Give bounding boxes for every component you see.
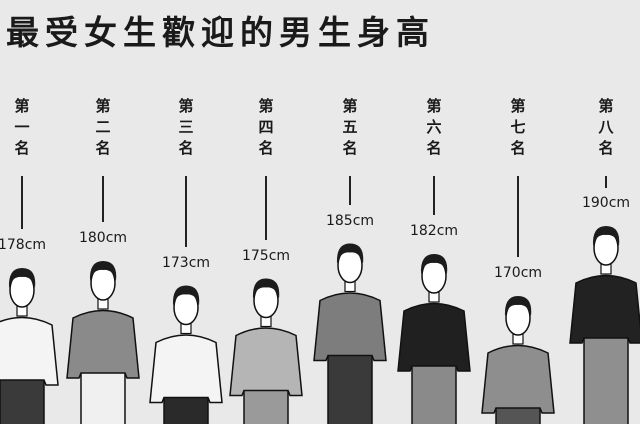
rank-char: 八 <box>598 118 614 136</box>
rank-char: 三 <box>178 118 194 136</box>
height-label: 170cm <box>493 265 543 281</box>
rank-char: 一 <box>14 118 30 136</box>
page-title: 最受女生歡迎的男生身高 <box>6 13 435 52</box>
shirt <box>313 292 387 362</box>
pants <box>411 360 457 424</box>
shirt <box>569 274 640 344</box>
rank-char: 六 <box>426 118 442 136</box>
man-figure <box>0 268 59 424</box>
ranking-column: 第五名 185cm <box>310 0 390 424</box>
marker-line <box>21 176 23 229</box>
rank-char: 名 <box>426 139 442 157</box>
rank-label: 第一名 <box>0 96 62 159</box>
rank-char: 第 <box>178 97 194 115</box>
rank-char: 名 <box>14 139 30 157</box>
rank-char: 二 <box>95 118 111 136</box>
marker-line <box>102 176 104 222</box>
marker-line <box>265 176 267 240</box>
pants <box>583 332 629 424</box>
hair <box>89 261 117 281</box>
shirt <box>397 302 471 372</box>
rank-label: 第六名 <box>394 96 474 159</box>
hair <box>592 226 620 246</box>
rank-char: 第 <box>258 97 274 115</box>
rank-char: 名 <box>178 139 194 157</box>
rank-char: 第 <box>426 97 442 115</box>
rank-char: 七 <box>510 118 526 136</box>
ranking-column: 第八名 190cm <box>566 0 640 424</box>
hair <box>504 296 532 316</box>
man-figure <box>481 296 555 424</box>
rank-char: 名 <box>598 139 614 157</box>
ranking-column: 第二名 180cm <box>63 0 143 424</box>
shirt <box>0 316 59 386</box>
rank-label: 第五名 <box>310 96 390 159</box>
man-figure <box>149 285 223 424</box>
ranking-column: 第七名 170cm <box>478 0 558 424</box>
height-label: 190cm <box>581 195 631 211</box>
rank-label: 第二名 <box>63 96 143 159</box>
pants <box>80 367 126 424</box>
man-figure <box>569 226 640 424</box>
marker-line <box>185 176 187 247</box>
rank-char: 第 <box>510 97 526 115</box>
marker-line <box>605 176 607 188</box>
shirt <box>229 327 303 397</box>
hair <box>172 285 200 306</box>
hair <box>420 254 448 274</box>
ranking-column: 第一名 178cm <box>0 0 62 424</box>
rank-label: 第四名 <box>226 96 306 159</box>
rank-label: 第八名 <box>566 96 640 159</box>
ranking-column: 第三名 173cm <box>146 0 226 424</box>
marker-line <box>517 176 519 257</box>
man-figure <box>313 243 387 424</box>
rank-char: 四 <box>258 118 274 136</box>
rank-label: 第七名 <box>478 96 558 159</box>
shirt <box>66 309 140 379</box>
ranking-column: 第四名 175cm <box>226 0 306 424</box>
man-figure <box>397 254 471 424</box>
rank-char: 名 <box>342 139 358 157</box>
man-figure <box>229 278 303 424</box>
height-label: 185cm <box>325 212 375 229</box>
height-label: 182cm <box>409 223 459 239</box>
height-label: 180cm <box>78 230 128 246</box>
rank-label: 第三名 <box>146 96 226 159</box>
man-figure <box>66 261 140 424</box>
height-label: 175cm <box>241 247 291 264</box>
rank-char: 第 <box>14 97 30 115</box>
ranking-column: 第六名 182cm <box>394 0 474 424</box>
hair <box>252 278 280 299</box>
rank-char: 名 <box>258 139 274 157</box>
hair <box>8 268 36 288</box>
marker-line <box>349 176 351 205</box>
rank-char: 五 <box>342 118 358 136</box>
shirt <box>481 344 555 414</box>
rank-char: 第 <box>598 97 614 115</box>
rank-char: 名 <box>95 139 111 157</box>
rank-char: 名 <box>510 139 526 157</box>
rank-char: 第 <box>95 97 111 115</box>
height-label: 173cm <box>161 254 211 271</box>
height-label: 178cm <box>0 237 47 253</box>
marker-line <box>433 176 435 215</box>
rank-char: 第 <box>342 97 358 115</box>
pants <box>0 374 45 424</box>
pants <box>243 384 289 424</box>
hair <box>336 243 364 264</box>
pants <box>327 349 373 424</box>
shirt <box>149 334 223 404</box>
